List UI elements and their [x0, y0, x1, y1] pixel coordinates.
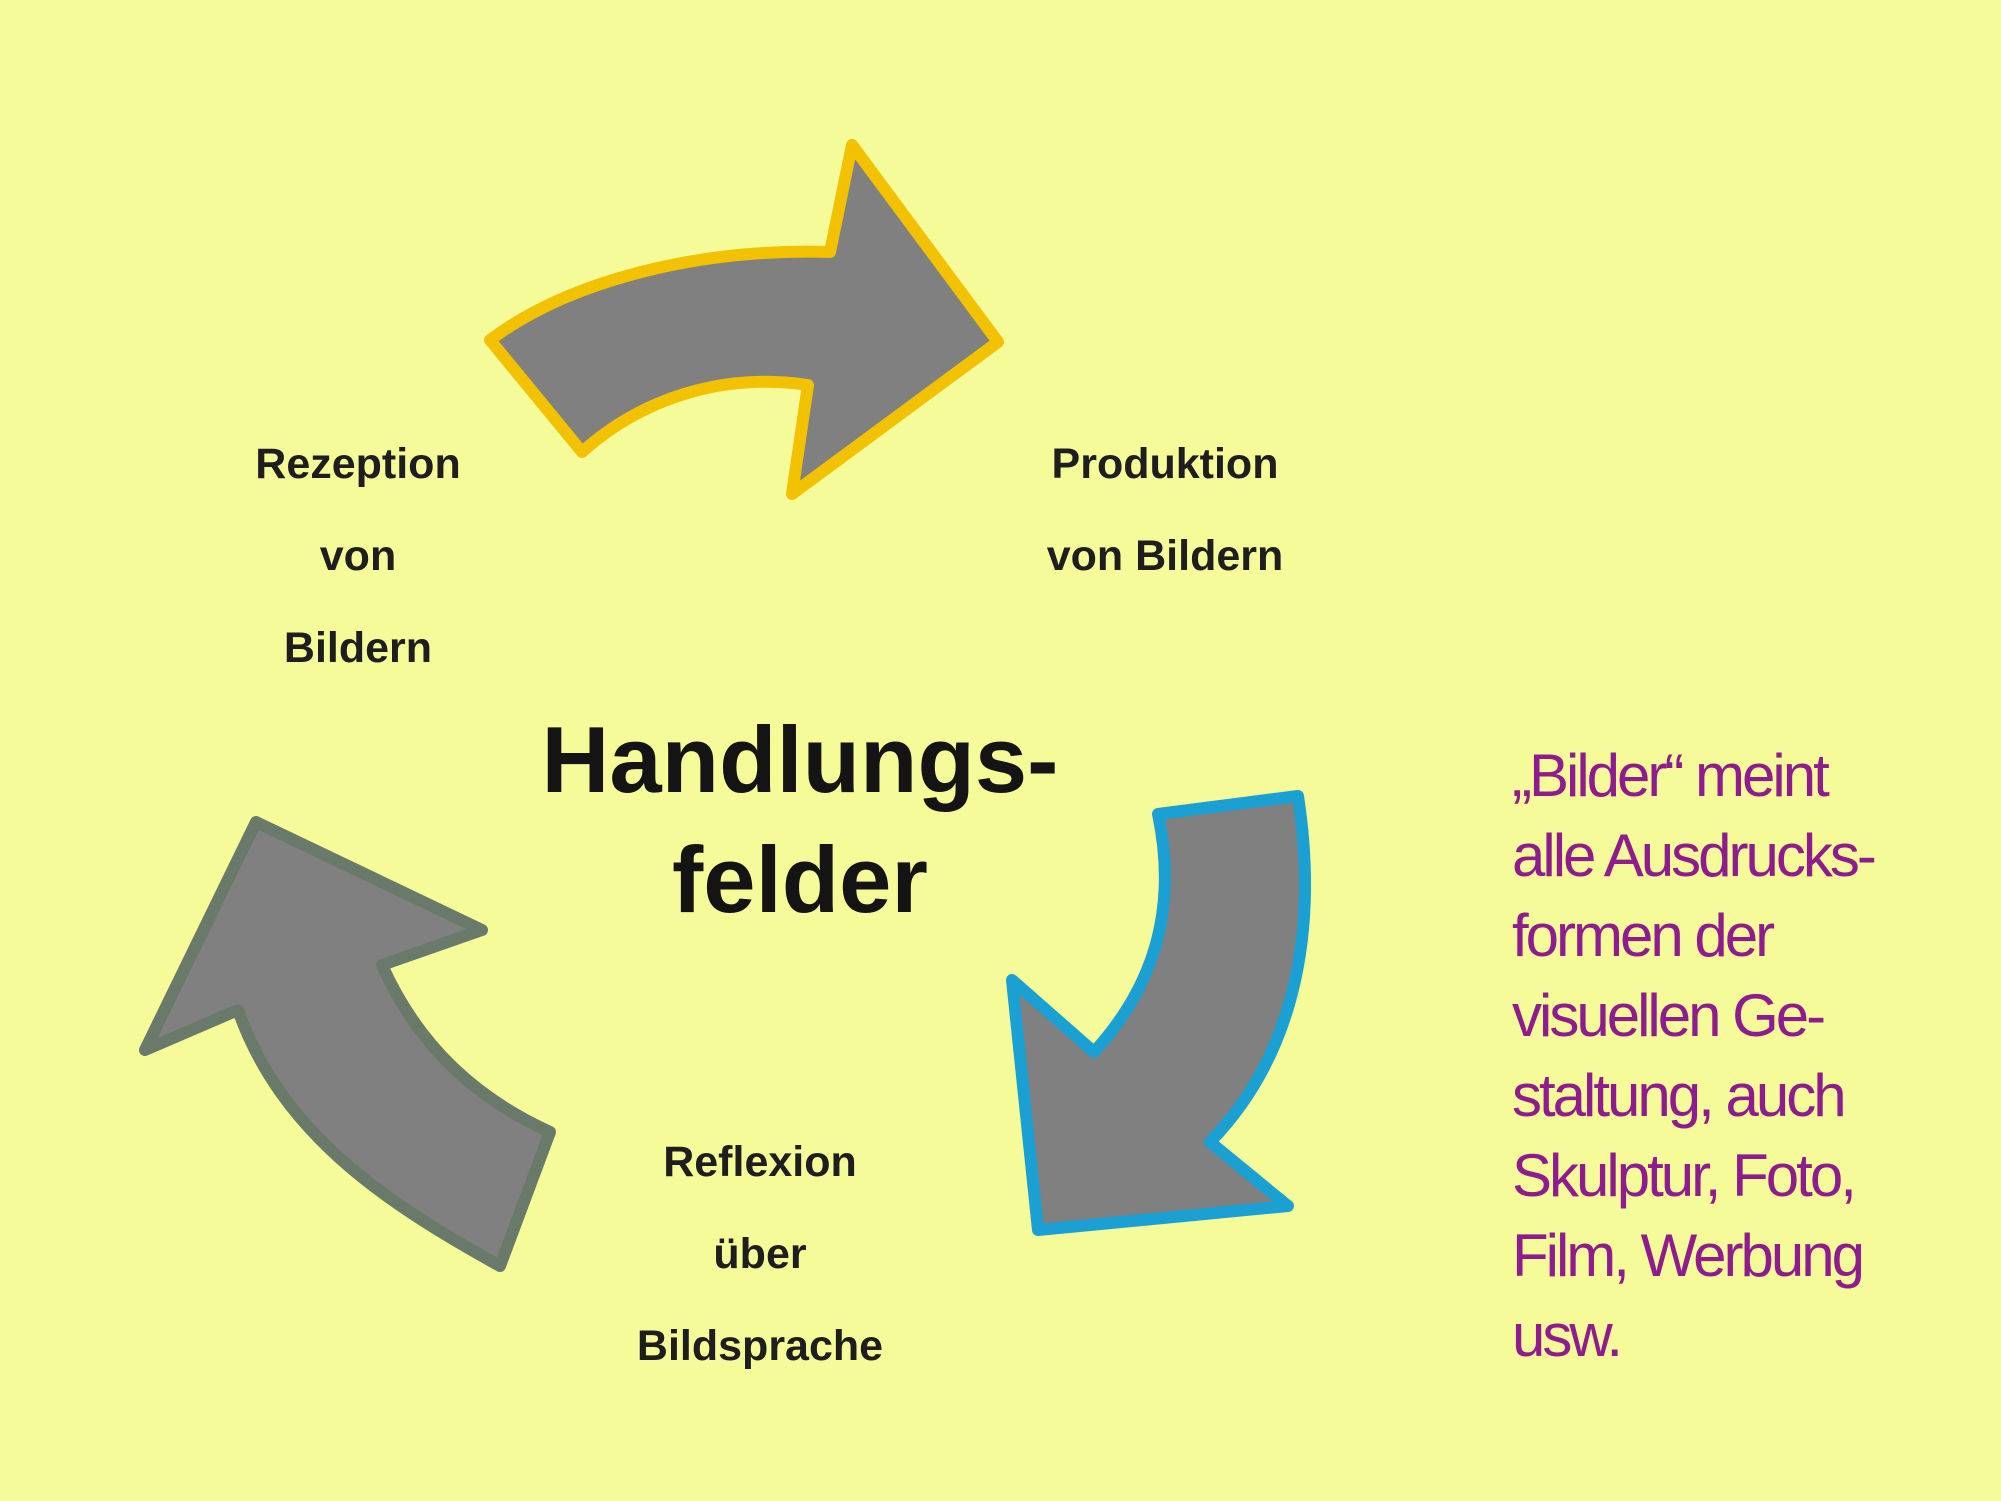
side-note-line: staltung, auch — [1512, 1062, 1847, 1129]
side-note-line: Film, Werbung — [1512, 1222, 1865, 1289]
node-reflexion-line: über — [713, 1230, 807, 1278]
node-rezeption-line: von — [319, 532, 397, 580]
side-note-line: Skulptur, Foto, — [1512, 1142, 1857, 1209]
node-rezeption-line: Rezeption — [255, 440, 461, 488]
node-rezeption-line: Bildern — [283, 624, 433, 672]
arrow-rezeption-to-produktion — [484, 139, 1004, 500]
center-title-line: Handlungs- — [541, 707, 1059, 812]
side-note-line: visuellen Ge- — [1512, 982, 1826, 1049]
node-rezeption: Rezeption von Bildern — [208, 418, 508, 694]
arrow-produktion-to-reflexion — [1006, 790, 1311, 1236]
node-reflexion: Reflexion über Bildsprache — [600, 1116, 920, 1392]
side-note-line: „Bilder“ meint — [1512, 742, 1830, 809]
node-reflexion-line: Reflexion — [663, 1138, 857, 1186]
node-produktion-line: von Bildern — [1046, 532, 1284, 580]
node-reflexion-line: Bildsprache — [636, 1322, 884, 1370]
center-title: Handlungs- felder — [470, 700, 1130, 940]
node-produktion: Produktion von Bildern — [1010, 418, 1320, 602]
side-note-line: alle Ausdrucks- — [1512, 822, 1877, 889]
node-produktion-line: Produktion — [1051, 440, 1279, 488]
side-note: „Bilder“ meint alle Ausdrucks- formen de… — [1512, 736, 1972, 1376]
side-note-line: formen der — [1512, 902, 1775, 969]
center-title-line: felder — [672, 827, 928, 932]
side-note-line: usw. — [1512, 1302, 1623, 1369]
arrow-reflexion-to-rezeption — [139, 816, 556, 1272]
